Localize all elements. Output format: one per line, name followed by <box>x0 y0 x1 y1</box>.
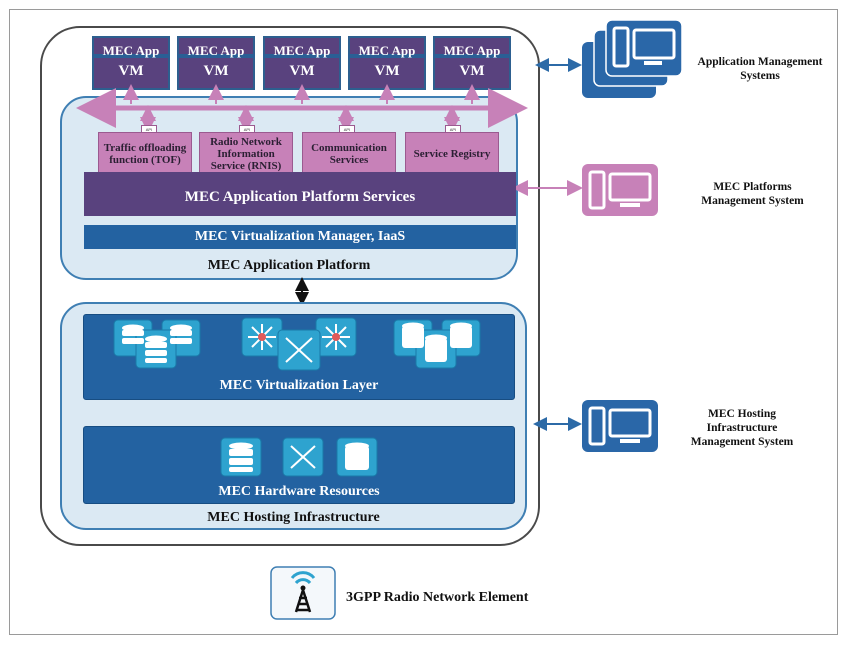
radio-tower-icon <box>270 566 336 620</box>
mec-app-label: MEC App <box>273 43 331 58</box>
service-communication: Communication Services <box>302 132 396 176</box>
vm-label: VM <box>118 63 144 79</box>
virtualization-manager-bar: MEC Virtualization Manager, IaaS <box>84 225 516 249</box>
platform-services-bar: MEC Application Platform Services <box>84 172 516 216</box>
network-switch-cluster-icon <box>241 317 357 371</box>
hardware-resources-label: MEC Hardware Resources <box>218 484 380 499</box>
application-management-systems-icon <box>582 19 683 98</box>
mec-app-vm-1: MEC App VM <box>92 36 170 90</box>
hardware-icons <box>220 437 378 477</box>
vm-label: VM <box>289 63 315 79</box>
service-rnis: Radio Network Information Service (RNIS) <box>199 132 293 176</box>
service-tof: Traffic offloading function (TOF) <box>98 132 192 176</box>
mec-app-label: MEC App <box>187 43 245 58</box>
service-registry: Service Registry <box>405 132 499 176</box>
vm-label: VM <box>203 63 229 79</box>
hosting-mgmt-system-label: MEC Hosting Infrastructure Management Sy… <box>690 408 794 448</box>
hosting-management-system-icon <box>582 400 658 452</box>
mec-app-vm-5: MEC App VM <box>433 36 511 90</box>
platform-management-system-icon <box>582 164 658 216</box>
mec-app-vm-3: MEC App VM <box>263 36 341 90</box>
platforms-mgmt-system-label: MEC Platforms Management System <box>701 181 804 207</box>
storage-cluster-icon <box>393 319 481 369</box>
virtualization-layer-label: MEC Virtualization Layer <box>219 378 379 393</box>
database-cluster-icon <box>113 319 201 369</box>
radio-network-element-label: 3GPP Radio Network Element <box>346 590 529 605</box>
mec-app-label: MEC App <box>102 43 160 58</box>
vm-label: VM <box>374 63 400 79</box>
mec-app-label: MEC App <box>358 43 416 58</box>
application-platform-label: MEC Application Platform <box>207 258 371 273</box>
figure-frame <box>9 9 838 635</box>
mec-app-label: MEC App <box>443 43 501 58</box>
vm-label: VM <box>459 63 485 79</box>
app-mgmt-systems-label: Application Management Systems <box>697 56 823 82</box>
hosting-infrastructure-label: MEC Hosting Infrastructure <box>207 510 380 525</box>
